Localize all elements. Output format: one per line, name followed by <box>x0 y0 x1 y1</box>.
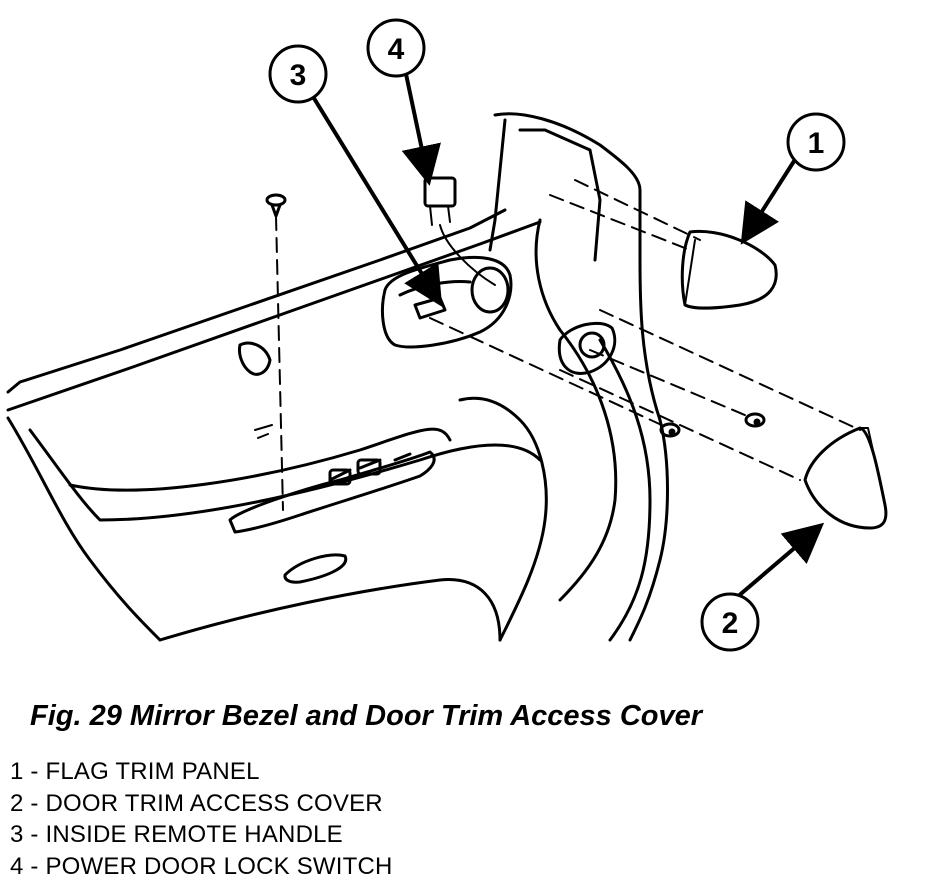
flag-trim-panel <box>680 229 778 310</box>
callout-4: 4 <box>366 18 426 78</box>
callouts: 1 2 3 4 <box>268 18 846 652</box>
alignment-lines <box>275 179 861 511</box>
legend-item: 4 - POWER DOOR LOCK SWITCH <box>10 852 393 880</box>
screw-top-icon <box>265 193 287 218</box>
lower-bezel <box>557 321 617 375</box>
leader-2 <box>734 522 825 600</box>
armrest-switch-bank <box>228 341 436 584</box>
legend-item: 1 - FLAG TRIM PANEL <box>10 758 260 785</box>
door-panel <box>6 112 669 642</box>
callout-3: 3 <box>268 44 328 104</box>
callout-1: 1 <box>786 112 846 172</box>
figure-caption: Fig. 29 Mirror Bezel and Door Trim Acces… <box>30 700 703 732</box>
svg-text:4: 4 <box>388 33 405 66</box>
legend-item: 3 - INSIDE REMOTE HANDLE <box>10 821 343 848</box>
svg-text:3: 3 <box>290 59 307 92</box>
legend: 1 - FLAG TRIM PANEL 2 - DOOR TRIM ACCESS… <box>10 756 393 882</box>
door-trim-diagram: 1 2 3 4 <box>6 18 888 652</box>
leader-arrows <box>310 72 825 600</box>
leader-4 <box>401 72 441 186</box>
legend-item: 2 - DOOR TRIM ACCESS COVER <box>10 789 383 817</box>
screw-right-icon <box>744 412 766 428</box>
svg-text:1: 1 <box>808 127 825 160</box>
door-trim-access-cover <box>803 426 888 530</box>
screw-middle-icon <box>659 422 681 438</box>
svg-text:2: 2 <box>722 607 739 640</box>
screw-icons <box>265 193 766 438</box>
leader-3 <box>310 93 443 307</box>
callout-2: 2 <box>700 592 760 652</box>
leader-1 <box>740 156 798 245</box>
